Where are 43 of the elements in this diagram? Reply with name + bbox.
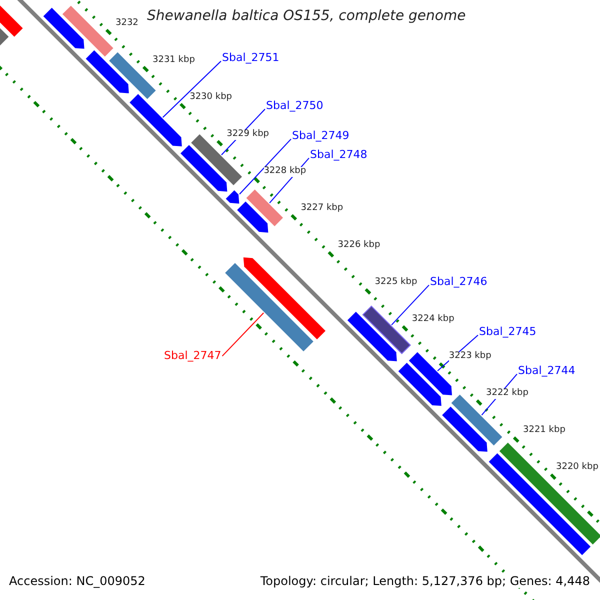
gene-label: Sbal_2745 [479,326,536,338]
gene-block [499,442,600,544]
leader-line [222,312,264,357]
scale-label: 3229 kbp [226,130,269,140]
gene-block [226,190,240,204]
accession-text: Accession: NC_009052 [9,575,146,588]
gene-block [398,362,442,406]
gene-label: Sbal_2747 [164,350,222,362]
gene-block [243,257,326,340]
gene-block [43,8,84,49]
scale-label: 3221 kbp [523,426,566,436]
gene-block [225,263,314,352]
scale-label: 3228 kbp [264,167,306,177]
gene-label: Sbal_2751 [222,52,280,64]
gene-block [362,306,411,354]
gene-label: Sbal_2746 [430,276,488,288]
map-title: Shewanella baltica OS155, complete genome [147,9,466,24]
scale-label: 3225 kbp [374,278,418,288]
gene-block [237,202,268,233]
scale-label: 3227 kbp [300,204,344,214]
gene-block [180,145,228,192]
scale-label: 3224 kbp [412,315,454,326]
scale-label: 3231 kbp [152,56,195,66]
scale-label: 3222 kbp [486,389,528,400]
gene-label: Sbal_2748 [310,149,368,162]
gene-block [451,394,502,446]
leader-line [162,60,222,118]
genome-summary-text: Topology: circular; Length: 5,127,376 bp; Genes: 4,448 [258,575,592,588]
scale-label: 3230 kbp [190,92,232,103]
scale-label: 3223 kbp [448,352,492,362]
leader-line [391,284,430,326]
gene-label: Sbal_2750 [266,100,324,112]
gene-label: Sbal_2749 [292,130,350,142]
gene-label: Sbal_2744 [518,365,576,378]
scale-label: 3226 kbp [338,241,380,251]
gene-block [86,50,129,94]
gene-block [347,312,397,362]
gene-block [442,406,488,452]
gene-block [246,190,283,226]
gene-block [130,94,182,146]
leader-line [239,138,292,195]
scale-label: 3220 kbp [556,463,598,474]
gene-block [62,6,114,57]
